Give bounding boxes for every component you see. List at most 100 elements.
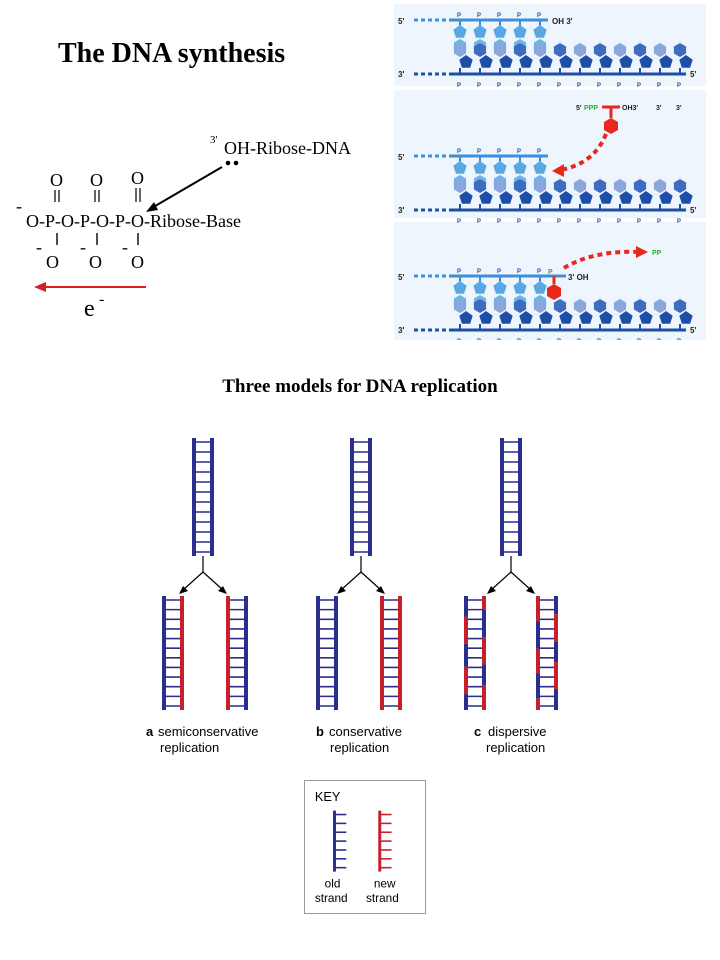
phosphate-label: P (537, 149, 541, 155)
phosphate-label: P (497, 339, 501, 340)
template-base (653, 179, 667, 193)
bottom-oxygen-3: O (131, 252, 144, 272)
panel-1-background (394, 4, 706, 86)
phosphate-label: P (497, 219, 501, 225)
phosphate-label: P (517, 269, 521, 275)
phosphate-label: P (477, 83, 481, 89)
template-base (673, 43, 687, 57)
template-base (593, 43, 607, 57)
panel-2-top-5: 5' (398, 153, 404, 162)
lone-pair-dot-left (225, 160, 231, 166)
primer-sugar (513, 281, 527, 294)
panel-2-incoming-oh3: OH3' (622, 105, 638, 112)
fork-right (360, 571, 382, 591)
panel-1-bottom-5: 5' (690, 70, 696, 79)
template-base (613, 43, 627, 57)
template-base (633, 299, 647, 313)
phosphate-label: P (477, 269, 481, 275)
daughter-a-right (226, 596, 248, 710)
lone-pair-dot-right (233, 160, 239, 166)
top-oxygen-1: O (50, 170, 63, 190)
template-sugar (479, 191, 493, 204)
phosphate-label: P (637, 219, 641, 225)
template-sugar (679, 311, 693, 324)
panel-1-oh3: OH 3' (552, 17, 573, 26)
template-sugar (559, 55, 573, 68)
replication-models-diagram: a semiconservative replication b conserv… (146, 438, 558, 755)
phosphate-label: P (597, 339, 601, 340)
template-sugar (539, 55, 553, 68)
key-old-line1: old (325, 876, 341, 890)
key-new-line2: strand (366, 891, 399, 905)
phosphate-label: P (537, 339, 541, 340)
phosphate-label: P (457, 339, 461, 340)
daughter-c-left (464, 596, 486, 710)
template-base (493, 299, 507, 313)
model-c-line1: dispersive (488, 724, 547, 739)
phosphate-label: P (577, 83, 581, 89)
key-old-line2: strand (315, 891, 348, 905)
primer-sugar (493, 25, 507, 38)
template-sugar (599, 191, 613, 204)
primer-sugar (533, 25, 547, 38)
template-sugar (579, 311, 593, 324)
double-bonds (54, 188, 141, 202)
bottom-charge-2: - (80, 237, 86, 257)
model-c-letter: c (474, 724, 481, 739)
template-sugar (599, 311, 613, 324)
template-sugar (619, 311, 633, 324)
template-base (533, 299, 547, 313)
template-sugar (479, 311, 493, 324)
phosphate-label: P (517, 13, 521, 19)
primer-sugar (453, 281, 467, 294)
incoming-nucleotide-red (604, 118, 618, 134)
phosphate-label: P (577, 219, 581, 225)
key-new-line1: new (374, 876, 396, 890)
template-base (513, 43, 527, 57)
fork-left (490, 571, 512, 591)
template-base (613, 299, 627, 313)
fork-right (510, 571, 532, 591)
template-sugar (539, 191, 553, 204)
fork-left-arrowhead (337, 586, 346, 594)
template-base (513, 299, 527, 313)
primer-sugar (473, 25, 487, 38)
template-base (593, 179, 607, 193)
template-base (473, 299, 487, 313)
fork-left (340, 571, 362, 591)
panel-3-end-label: 3' OH (568, 273, 589, 282)
template-base (533, 43, 547, 57)
fork-right (202, 571, 224, 591)
nucleophilic-attack-arrow (149, 166, 223, 210)
phosphate-label: P (457, 269, 461, 275)
template-base (573, 299, 587, 313)
template-sugar (639, 55, 653, 68)
template-sugar (519, 191, 533, 204)
model-c-line2: replication (486, 740, 545, 755)
template-base (473, 43, 487, 57)
template-sugar (659, 55, 673, 68)
phosphate-label: P (497, 269, 501, 275)
daughter-a-left (162, 596, 184, 710)
panel-2-bottom-5: 5' (690, 206, 696, 215)
bottom-charge-3: - (122, 237, 128, 257)
phosphate-label: P (557, 219, 561, 225)
template-base (633, 43, 647, 57)
primer-sugar (453, 161, 467, 174)
template-sugar (559, 191, 573, 204)
phosphate-label: P (577, 339, 581, 340)
phosphate-label: P (617, 339, 621, 340)
template-sugar (599, 55, 613, 68)
template-sugar (499, 311, 513, 324)
phosphate-label: P (657, 339, 661, 340)
panel-2-incoming-5: 5' (576, 105, 582, 112)
electron-label: e (84, 296, 95, 322)
template-base (553, 43, 567, 57)
phosphate-label: P (477, 219, 481, 225)
template-base (613, 179, 627, 193)
phosphate-label: P (457, 149, 461, 155)
panel-3-release-arrowhead (636, 246, 648, 258)
